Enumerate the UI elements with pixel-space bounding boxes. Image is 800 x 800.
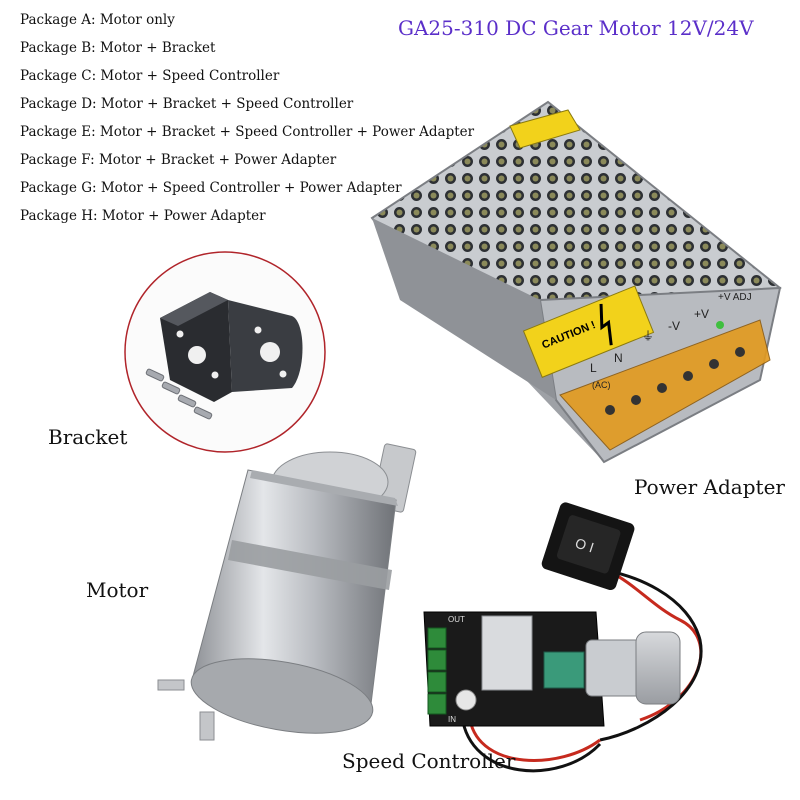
package-item: Package G: Motor + Speed Controller + Po… [20, 180, 402, 196]
package-item: Package H: Motor + Power Adapter [20, 208, 266, 224]
package-item: Package F: Motor + Bracket + Power Adapt… [20, 152, 337, 168]
package-item: Package E: Motor + Bracket + Speed Contr… [20, 124, 475, 140]
in-label: IN [448, 715, 456, 724]
speed-controller-image: O I OUT IN [423, 502, 703, 773]
terminal-label: ⏚ [642, 329, 654, 343]
package-item: Package A: Motor only [20, 12, 175, 28]
out-label: OUT [448, 615, 465, 624]
switch-label: O I [573, 535, 596, 556]
adj-label: +V ADJ [718, 292, 752, 303]
package-list: Package A: Motor only Package B: Motor +… [20, 6, 474, 230]
terminal-label: +V [694, 307, 709, 321]
product-title: GA25-310 DC Gear Motor 12V/24V [398, 16, 754, 40]
power-adapter-caption: Power Adapter [634, 475, 785, 499]
motor-caption: Motor [86, 578, 149, 602]
terminal-label: -V [668, 319, 680, 333]
terminal-label: N [614, 351, 623, 365]
ac-label: (AC) [592, 380, 611, 390]
package-item: Package C: Motor + Speed Controller [20, 68, 280, 84]
bracket-image [124, 251, 326, 453]
terminal-label: L [590, 361, 597, 375]
package-item: Package B: Motor + Bracket [20, 40, 216, 56]
bracket-caption: Bracket [48, 425, 128, 449]
power-adapter-image: CAUTION ! L N ⏚ -V +V +V ADJ (AC) [370, 100, 782, 464]
package-item: Package D: Motor + Bracket + Speed Contr… [20, 96, 354, 112]
motor-image [157, 443, 417, 741]
speed-controller-caption: Speed Controller [342, 749, 516, 773]
